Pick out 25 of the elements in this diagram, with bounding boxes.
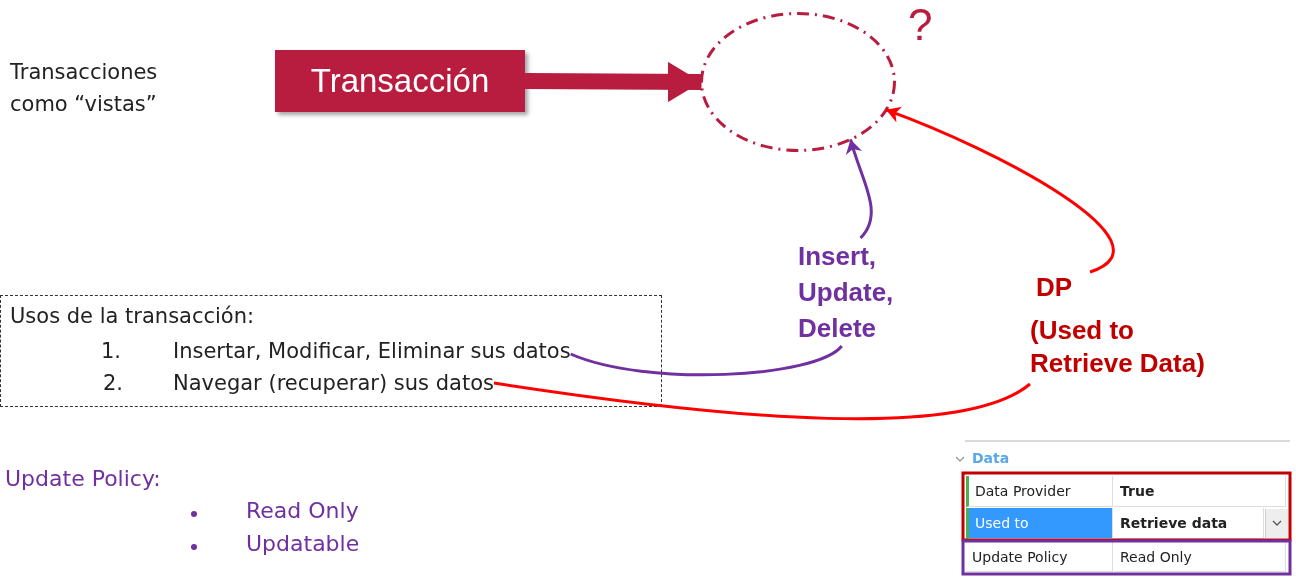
list-item-text: Insertar, Modificar, Eliminar sus datos	[173, 338, 571, 365]
annotation-title: DP	[1036, 272, 1074, 302]
annotation-text: (Used to Retrieve Data)	[1030, 314, 1206, 380]
curved-arrow	[885, 107, 1115, 274]
property-value-cell: True	[1114, 476, 1286, 507]
curved-arrow	[846, 139, 873, 239]
bullet-text: Updatable	[246, 531, 360, 556]
property-value-cell: Read Only	[1114, 542, 1286, 572]
annotation-text: Insert, Update, Delete	[798, 240, 895, 345]
list-number: 1.	[101, 338, 123, 365]
list-heading: Usos de la transacción:	[10, 304, 255, 328]
block-arrow	[525, 61, 702, 103]
question-mark: ?	[908, 0, 933, 50]
list-number: 2.	[103, 370, 125, 397]
policy-heading: Update Policy:	[5, 466, 161, 491]
process-box	[275, 50, 525, 112]
property-name-cell: Used to	[966, 508, 1113, 539]
bullet-text: Read Only	[246, 498, 359, 523]
property-value-cell: Retrieve data	[1114, 508, 1264, 539]
property-name-cell: Data Provider	[966, 476, 1113, 507]
box-title: Transacción	[310, 62, 490, 100]
section-heading: Data	[972, 450, 1010, 466]
side-note: Transacciones como “vistas”	[10, 59, 159, 118]
list-item-text: Navegar (recuperar) sus datos	[173, 370, 494, 397]
property-name-cell: Update Policy	[966, 542, 1113, 572]
